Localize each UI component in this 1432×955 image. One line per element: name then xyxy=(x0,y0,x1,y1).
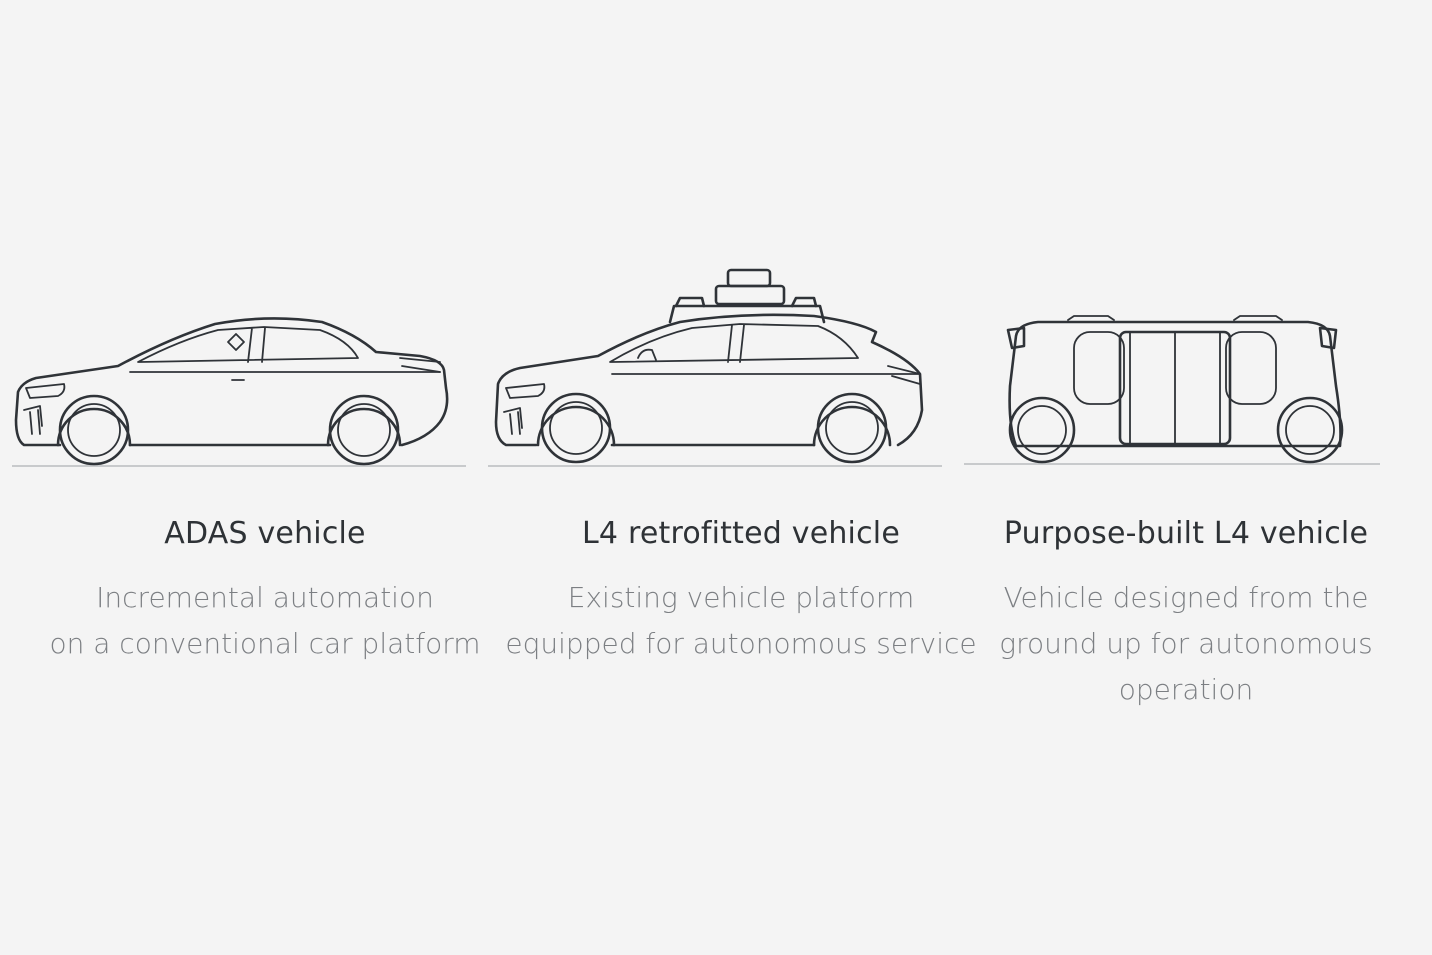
vehicle-title: Purpose-built L4 vehicle xyxy=(1003,516,1369,551)
rear-wheel-icon xyxy=(1276,396,1344,464)
l4-retrofitted-vehicle-caption: L4 retrofitted vehicle Existing vehicle … xyxy=(496,516,986,667)
roof-sensor-pod-icon xyxy=(668,268,826,324)
description-line: operation xyxy=(1118,673,1254,706)
shuttle-body xyxy=(1008,320,1342,448)
vehicle-title: L4 retrofitted vehicle xyxy=(582,516,900,551)
sedan-body xyxy=(14,317,449,447)
adas-sensor-icon xyxy=(227,333,245,351)
description-line: Existing vehicle platform xyxy=(567,581,915,614)
suv-body xyxy=(494,313,924,447)
description-line: Vehicle designed from the xyxy=(1003,581,1369,614)
front-lamp-icon xyxy=(1006,326,1026,350)
front-window xyxy=(1073,331,1125,405)
door-frame xyxy=(1129,331,1221,445)
sedan-windows xyxy=(137,326,359,363)
sedan-icon xyxy=(12,317,466,467)
vehicle-description: Existing vehicle platform equipped for a… xyxy=(496,575,986,667)
headlight-icon xyxy=(25,383,66,399)
purpose-built-l4-vehicle-figure xyxy=(958,306,1388,478)
roof-sensor-icon xyxy=(1067,315,1283,321)
front-wheel-icon xyxy=(540,392,612,464)
side-mirror-icon xyxy=(637,348,657,361)
l4-retrofitted-vehicle-figure xyxy=(480,262,950,480)
vehicle-description: Vehicle designed from the ground up for … xyxy=(966,575,1406,713)
rear-lamp-icon xyxy=(1318,326,1338,350)
rear-wheel-icon xyxy=(328,394,400,466)
headlight-icon xyxy=(505,383,546,399)
description-line: Incremental automation xyxy=(96,581,434,614)
description-line: on a conventional car platform xyxy=(49,627,481,660)
rear-wheel-arch xyxy=(326,407,402,447)
description-line: equipped for autonomous service xyxy=(505,627,977,660)
retrofitted-suv-with-roof-sensor-icon xyxy=(488,268,942,467)
taillight-icon xyxy=(399,357,441,373)
vehicle-description: Incremental automation on a conventional… xyxy=(40,575,490,667)
purpose-built-shuttle-icon xyxy=(964,315,1380,465)
description-line: ground up for autonomous xyxy=(999,627,1373,660)
adas-vehicle-figure xyxy=(0,300,480,480)
rear-window xyxy=(1225,331,1277,405)
taillight-icon xyxy=(887,365,921,385)
front-wheel-icon xyxy=(1008,396,1076,464)
purpose-built-l4-vehicle-caption: Purpose-built L4 vehicle Vehicle designe… xyxy=(966,516,1406,713)
front-wheel-arch xyxy=(56,407,132,447)
front-wheel-icon xyxy=(58,394,130,466)
suv-windows xyxy=(609,323,859,363)
front-grille xyxy=(23,405,43,435)
front-grille xyxy=(503,407,523,435)
adas-vehicle-caption: ADAS vehicle Incremental automation on a… xyxy=(40,516,490,667)
rear-wheel-icon xyxy=(816,392,888,464)
vehicle-title: ADAS vehicle xyxy=(164,516,366,551)
